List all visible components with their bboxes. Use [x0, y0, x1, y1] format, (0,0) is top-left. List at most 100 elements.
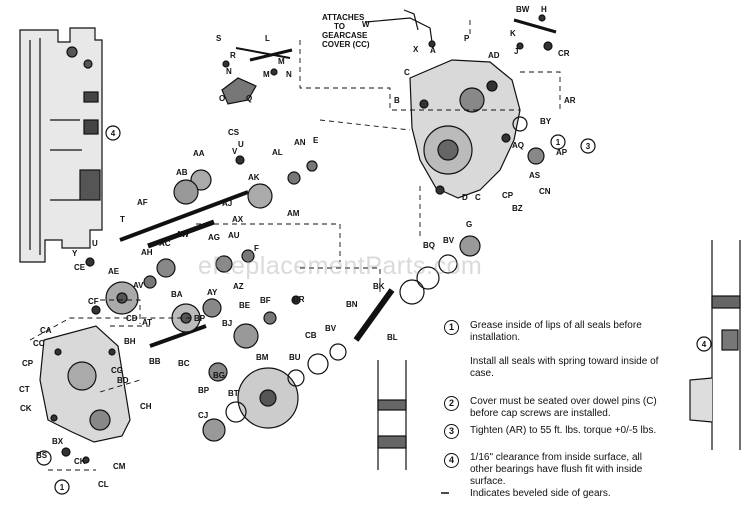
part-label: CC — [33, 339, 45, 348]
part-label: AK — [248, 173, 260, 182]
note-number: 3 — [444, 424, 459, 439]
shift-lever-assembly — [221, 47, 293, 105]
part-label: AM — [287, 209, 300, 218]
watermark: eReplacementParts.com — [198, 252, 483, 280]
part-label: BZ — [512, 204, 523, 213]
note-callouts: 4 1 3 4 1 — [54, 125, 712, 495]
part-label: CK — [74, 457, 86, 466]
part-label: CD — [126, 314, 138, 323]
callout-circle — [54, 479, 70, 495]
part-label: T — [120, 215, 125, 224]
part-label: AU — [228, 231, 240, 240]
callout-number: 4 — [702, 340, 707, 349]
part-label: Q — [246, 94, 252, 103]
note-1-text: Grease inside of lips of all seals befor… — [470, 320, 658, 380]
part-label: AH — [141, 248, 153, 257]
note-line: before cap screws are installed. — [470, 408, 611, 419]
callout-number: 4 — [111, 129, 116, 138]
part-label: BJ — [222, 319, 232, 328]
part-label: BR — [293, 295, 305, 304]
part-label: AG — [208, 233, 220, 242]
part-label: AJ — [222, 199, 232, 208]
part-label: M — [263, 70, 270, 79]
note-line: surface. — [470, 476, 506, 487]
part-label: C — [404, 68, 410, 77]
part-label: BB — [149, 357, 161, 366]
part-label: B — [394, 96, 400, 105]
part-label: CP — [502, 191, 514, 200]
callout-number: 1 — [60, 483, 65, 492]
attach-note: ATTACHES TO GEARCASE COVER (CC) — [322, 13, 370, 49]
callout-marker: 1 — [54, 479, 70, 495]
part-label: D — [462, 193, 468, 202]
part-label: BP — [194, 314, 206, 323]
part-label: E — [313, 136, 319, 145]
section-view-right — [689, 240, 741, 450]
attach-line-2: TO — [334, 22, 345, 31]
note-line: 1/16" clearance from inside surface, all — [470, 452, 642, 463]
part-label: CT — [19, 385, 30, 394]
part-label: S — [216, 34, 222, 43]
part-label: CR — [558, 49, 570, 58]
part-label: BE — [239, 301, 251, 310]
part-label: AC — [159, 239, 171, 248]
part-label: AX — [232, 215, 244, 224]
part-label: W — [362, 20, 370, 29]
shift-bracket — [365, 9, 436, 48]
callout-number: 3 — [586, 142, 591, 151]
part-label: A — [430, 46, 436, 55]
note-line: Tighten (AR) to 55 ft. lbs. torque +0/-5… — [470, 425, 657, 436]
gear-train — [85, 116, 545, 442]
part-label: BD — [117, 376, 129, 385]
part-label: BG — [213, 371, 225, 380]
part-label: CL — [98, 480, 109, 489]
part-label: CB — [305, 331, 317, 340]
part-label: BF — [260, 296, 271, 305]
part-label: N — [226, 67, 232, 76]
part-label: AQ — [512, 141, 524, 150]
part-label: BM — [256, 353, 269, 362]
part-label: CH — [140, 402, 152, 411]
callout-marker: 4 — [105, 125, 121, 141]
part-label: C — [475, 193, 481, 202]
note-line: Grease inside of lips of all seals befor… — [470, 320, 642, 331]
note-line: case. — [470, 368, 494, 379]
part-label: CN — [539, 187, 551, 196]
part-label: V — [232, 147, 238, 156]
part-label: AB — [176, 168, 188, 177]
part-label: AF — [137, 198, 148, 207]
attach-line-1: ATTACHES — [322, 13, 365, 22]
part-label: AV — [133, 281, 144, 290]
part-label: CA — [40, 326, 52, 335]
part-label: AT — [142, 318, 152, 327]
callout-number: 1 — [556, 138, 561, 147]
callout-circle — [696, 336, 712, 352]
part-label: AS — [529, 171, 541, 180]
part-label: AP — [556, 148, 568, 157]
part-label: CF — [88, 297, 99, 306]
part-label: AL — [272, 148, 283, 157]
part-label: AA — [193, 149, 205, 158]
part-label: AE — [108, 267, 120, 276]
part-label: BC — [178, 359, 190, 368]
gearcase-cover — [409, 59, 521, 199]
part-label: AZ — [233, 282, 244, 291]
part-label: L — [265, 34, 270, 43]
part-label: N — [286, 70, 292, 79]
part-label: BU — [289, 353, 301, 362]
note-line: other bearings have flush fit with insid… — [470, 464, 643, 475]
part-label: J — [514, 47, 518, 56]
part-label: O — [219, 94, 225, 103]
part-label: AR — [564, 96, 576, 105]
part-label: CJ — [198, 411, 208, 420]
part-label: Y — [72, 249, 78, 258]
section-view-middle — [377, 360, 407, 470]
part-label: CG — [111, 366, 123, 375]
part-label: X — [413, 45, 419, 54]
part-label: BN — [346, 300, 358, 309]
part-label: F — [254, 244, 259, 253]
note-number: 1 — [444, 320, 459, 335]
dash-note-text: Indicates beveled side of gears. — [470, 488, 611, 499]
